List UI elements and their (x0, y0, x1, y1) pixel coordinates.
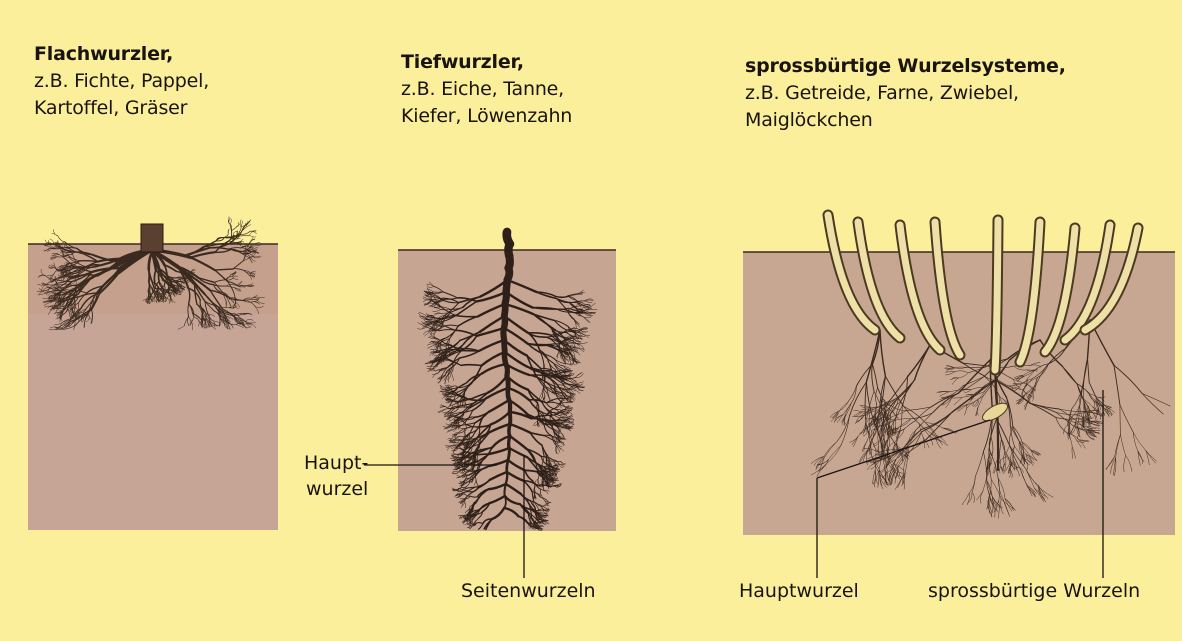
caption-tiefwurzler: Tiefwurzler, z.B. Eiche, Tanne, Kiefer, … (401, 49, 572, 130)
examples-line-2: Maiglöckchen (745, 107, 1066, 134)
examples-line-2: Kartoffel, Gräser (34, 95, 209, 122)
panel-sprossbuertig-illustration (743, 215, 1175, 578)
tree-stump (141, 224, 163, 252)
label-seitenwurzeln: Seitenwurzeln (461, 580, 596, 602)
title-sprossbuertig: sprossbürtige Wurzelsysteme, (745, 53, 1066, 80)
examples-line-1: z.B. Getreide, Farne, Zwiebel, (745, 80, 1066, 107)
caption-flachwurzler: Flachwurzler, z.B. Fichte, Pappel, Karto… (34, 41, 209, 122)
title-tiefwurzler: Tiefwurzler, (401, 49, 572, 76)
label-hauptwurzel-tief-1: Haupt- (304, 452, 368, 474)
label-sprossbuertige-wurzeln: sprossbürtige Wurzeln (928, 580, 1140, 602)
examples-line-1: z.B. Fichte, Pappel, (34, 68, 209, 95)
panel-flachwurzler-illustration (28, 217, 278, 530)
label-hauptwurzel-tief-2: wurzel (306, 478, 368, 500)
caption-sprossbuertig: sprossbürtige Wurzelsysteme, z.B. Getrei… (745, 53, 1066, 134)
title-flachwurzler: Flachwurzler, (34, 41, 209, 68)
examples-line-2: Kiefer, Löwenzahn (401, 103, 572, 130)
label-hauptwurzel: Hauptwurzel (739, 580, 859, 602)
examples-line-1: z.B. Eiche, Tanne, (401, 76, 572, 103)
panel-tiefwurzler-illustration (364, 232, 616, 578)
